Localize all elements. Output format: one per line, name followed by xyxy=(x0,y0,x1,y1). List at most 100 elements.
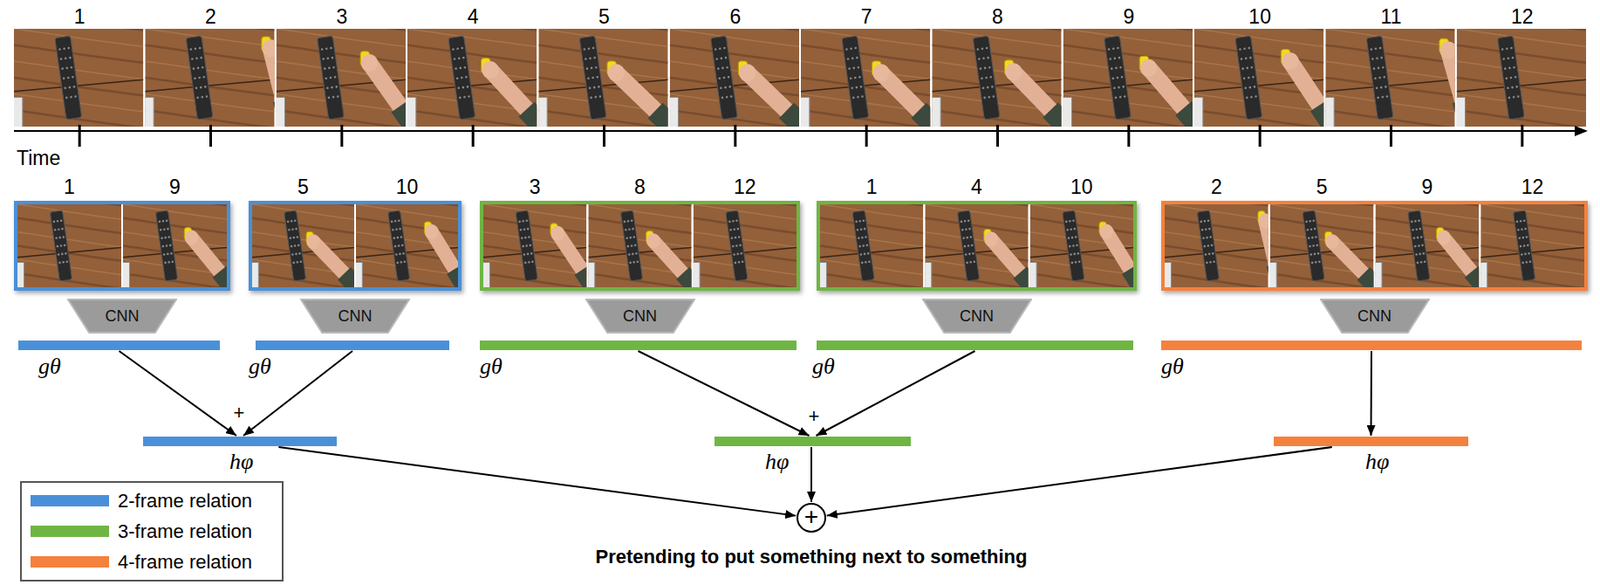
remote-button xyxy=(399,235,403,239)
remote-button xyxy=(1523,218,1526,222)
remote-button xyxy=(969,260,972,264)
video-frame xyxy=(1063,28,1193,127)
remote-control xyxy=(317,35,345,120)
remote-button xyxy=(1308,219,1312,223)
remote-button xyxy=(855,56,859,60)
legend-text: 4-frame relation xyxy=(117,552,253,572)
remote-control xyxy=(515,210,538,281)
remote-button xyxy=(1078,259,1081,263)
remote-button xyxy=(715,57,718,61)
remote-button xyxy=(294,227,298,231)
remote-button xyxy=(463,95,466,99)
remote-button xyxy=(1243,76,1246,80)
remote-button xyxy=(1376,95,1380,99)
wood-grain xyxy=(407,45,537,63)
remote-button xyxy=(1110,67,1114,70)
remote-body xyxy=(852,210,875,281)
arm xyxy=(270,47,274,127)
remote-button xyxy=(738,260,741,264)
remote-button xyxy=(597,85,601,89)
cnn-label: CNN xyxy=(1357,307,1392,324)
remote-button xyxy=(723,47,726,50)
remote-button xyxy=(524,260,527,264)
hand xyxy=(1005,62,1022,81)
connector xyxy=(816,350,976,436)
remote-button xyxy=(1243,47,1246,50)
wood-grain xyxy=(1480,204,1585,206)
remote-button xyxy=(461,86,465,89)
wood-grain xyxy=(924,218,1028,233)
remote-button xyxy=(861,236,864,240)
remote-button xyxy=(968,252,971,255)
sleeve xyxy=(655,110,668,127)
wood-grain xyxy=(1456,28,1587,47)
remote-button xyxy=(1385,95,1389,98)
remote-button xyxy=(847,57,850,61)
remote-body xyxy=(1366,35,1394,120)
remote-button xyxy=(860,85,863,89)
remote-button xyxy=(69,95,73,99)
remote-button xyxy=(629,236,632,240)
remote-button xyxy=(854,86,858,89)
wood-grain xyxy=(483,204,587,219)
remote-button xyxy=(1209,260,1212,264)
arm xyxy=(615,72,668,127)
remote-button xyxy=(63,243,67,247)
axis-tick xyxy=(1520,124,1524,147)
remote-button xyxy=(1380,86,1383,89)
remote-body xyxy=(515,210,538,281)
cnn-label: CNN xyxy=(105,307,140,324)
remote-button xyxy=(1072,244,1075,247)
remote-button xyxy=(336,95,340,98)
frame-number: 12 xyxy=(733,177,757,198)
remote-button xyxy=(1209,235,1212,239)
remote-button xyxy=(1070,260,1074,264)
wood-grain xyxy=(670,28,800,30)
remote-button xyxy=(528,243,532,247)
remote-button xyxy=(292,236,295,240)
wood-grain xyxy=(800,61,930,79)
remote-control xyxy=(54,35,83,120)
sleeve xyxy=(1050,109,1061,127)
white-device xyxy=(252,262,259,288)
remote-button xyxy=(631,227,635,231)
remote-button xyxy=(1116,47,1120,50)
remote-button xyxy=(736,252,739,255)
trapezoid xyxy=(923,299,1032,333)
remote-button xyxy=(717,67,720,70)
hand xyxy=(646,232,660,248)
wood-grain xyxy=(931,28,1061,47)
function-label: gθ xyxy=(38,355,62,378)
remote-button xyxy=(1241,67,1245,70)
remote-button xyxy=(861,260,864,264)
remote-button xyxy=(1377,66,1381,69)
remote-button xyxy=(1381,95,1384,99)
remote-body xyxy=(1104,35,1132,120)
frame-number: 2 xyxy=(205,6,217,28)
remote-button xyxy=(1245,95,1249,99)
remote-button xyxy=(849,47,853,50)
table-edge xyxy=(1270,246,1375,257)
frame-number: 10 xyxy=(1248,6,1272,28)
wood-grain xyxy=(1164,204,1269,219)
remote-button xyxy=(727,75,731,79)
remote-button xyxy=(166,227,170,231)
wood-grain xyxy=(483,204,587,206)
remote-button xyxy=(1421,243,1424,247)
remote-control xyxy=(1497,35,1525,120)
frame-number: 12 xyxy=(1521,177,1545,198)
hand xyxy=(551,225,565,241)
arm xyxy=(1448,50,1455,127)
remote-button xyxy=(1203,219,1206,223)
sleeve xyxy=(1471,271,1479,288)
remote-button xyxy=(725,95,729,99)
table-edge xyxy=(13,79,144,91)
frame-number: 8 xyxy=(991,6,1004,28)
sleeve xyxy=(683,273,692,288)
remote-button xyxy=(159,228,163,232)
remote-button xyxy=(160,236,164,240)
remote-button xyxy=(1381,66,1385,69)
remote-button xyxy=(861,95,864,98)
remote-button xyxy=(978,67,982,70)
remote-button xyxy=(1248,86,1252,89)
